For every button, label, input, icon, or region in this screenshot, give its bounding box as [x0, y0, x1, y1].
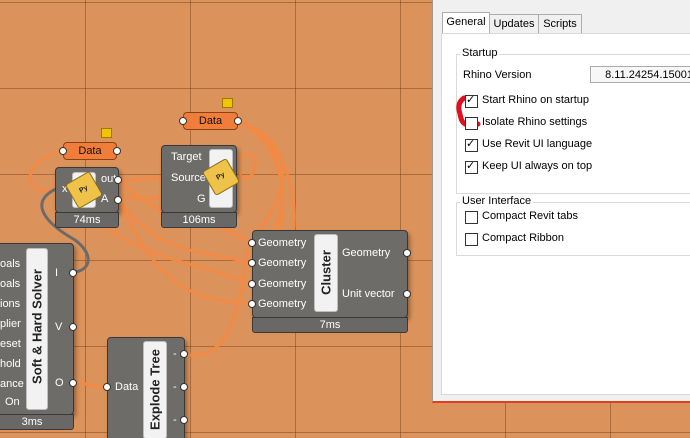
- output-grip[interactable]: [69, 323, 77, 331]
- wire: [40, 186, 90, 274]
- component-nameplate: Cluster: [314, 234, 338, 312]
- warning-flag-icon: [101, 128, 112, 138]
- wire: [116, 176, 166, 182]
- input-label: Geometry: [258, 278, 307, 290]
- output-grip[interactable]: [403, 249, 411, 257]
- input-grip[interactable]: [103, 383, 111, 391]
- keep-on-top-label: Keep UI always on top: [482, 160, 593, 172]
- output-label: I: [55, 267, 59, 279]
- user-interface-group: [456, 202, 690, 256]
- python-script-component[interactable]: Target Source G Py 106ms: [161, 145, 241, 228]
- timer-label: 7ms: [252, 317, 408, 333]
- rhino-version-field[interactable]: 8.11.24254.15001: [590, 66, 690, 83]
- input-label: hold: [0, 358, 21, 370]
- python-script-component[interactable]: x Py out A 74ms: [55, 167, 122, 228]
- general-tab-panel: Startup Rhino Version 8.11.24254.15001 S…: [441, 33, 690, 395]
- output-label: out: [101, 173, 117, 185]
- output-grip[interactable]: [180, 383, 188, 391]
- startup-group-title: Startup: [460, 47, 500, 59]
- output-label: V: [55, 321, 63, 333]
- cluster-component[interactable]: Geometry Geometry Geometry Geometry Clus…: [248, 230, 412, 334]
- input-label: G: [197, 193, 206, 205]
- start-rhino-label: Start Rhino on startup: [482, 94, 590, 106]
- input-grip[interactable]: [179, 117, 187, 125]
- wire: [116, 196, 252, 306]
- output-grip[interactable]: [69, 269, 77, 277]
- input-grip[interactable]: [248, 259, 256, 267]
- input-grip[interactable]: [248, 239, 256, 247]
- rhino-version-label: Rhino Version: [463, 69, 532, 81]
- output-grip[interactable]: [180, 416, 188, 424]
- output-grip[interactable]: [114, 196, 122, 204]
- output-grip[interactable]: [403, 290, 411, 298]
- output-grip[interactable]: [234, 117, 242, 125]
- isolate-rhino-checkbox[interactable]: [465, 117, 478, 130]
- component-title: Soft & Hard Solver: [29, 269, 45, 384]
- compact-ribbon-label: Compact Ribbon: [482, 232, 564, 244]
- explode-tree-component[interactable]: Data Explode Tree - - -: [103, 337, 191, 438]
- output-label: -: [173, 348, 177, 360]
- wire: [28, 149, 65, 192]
- input-label: oals: [0, 278, 21, 290]
- component-title: Cluster: [318, 250, 334, 295]
- timer-label: 3ms: [0, 414, 74, 430]
- input-label: x: [62, 183, 68, 195]
- component-nameplate: Soft & Hard Solver: [26, 248, 48, 410]
- output-grip[interactable]: [114, 176, 122, 184]
- output-label: O: [55, 377, 64, 389]
- wire: [116, 196, 252, 265]
- output-label: Geometry: [342, 247, 391, 259]
- isolate-rhino-label: Isolate Rhino settings: [482, 116, 588, 128]
- wire: [236, 153, 257, 180]
- input-grip[interactable]: [59, 147, 67, 155]
- output-label: -: [173, 414, 177, 426]
- input-grip[interactable]: [248, 280, 256, 288]
- component-nameplate: Explode Tree: [143, 341, 167, 438]
- compact-revit-tabs-checkbox[interactable]: [465, 211, 478, 224]
- start-rhino-checkbox[interactable]: [465, 93, 478, 108]
- output-grip[interactable]: [113, 147, 121, 155]
- user-interface-group-title: User Interface: [460, 195, 534, 207]
- input-label: ions: [0, 298, 21, 310]
- revit-ui-language-label: Use Revit UI language: [482, 138, 593, 150]
- data-parameter[interactable]: Data: [63, 142, 117, 160]
- tab-updates[interactable]: Updates: [489, 14, 539, 34]
- input-label: Data: [115, 381, 139, 393]
- options-window: General Updates Scripts Startup Rhino Ve…: [432, 0, 690, 403]
- data-parameter[interactable]: Data: [183, 112, 238, 130]
- input-label: eset: [0, 338, 21, 350]
- input-label: Target: [171, 151, 202, 163]
- startup-group: [456, 54, 690, 194]
- compact-ribbon-checkbox[interactable]: [465, 233, 478, 246]
- input-label: oals: [0, 258, 21, 270]
- output-label: Unit vector: [342, 288, 395, 300]
- tab-general[interactable]: General: [442, 12, 490, 35]
- input-label: Geometry: [258, 298, 307, 310]
- revit-ui-language-checkbox[interactable]: [465, 137, 478, 152]
- output-label: A: [101, 193, 109, 205]
- input-label: Geometry: [258, 257, 307, 269]
- input-label: Source: [171, 172, 206, 184]
- input-label: Geometry: [258, 237, 307, 249]
- timer-label: 106ms: [161, 212, 237, 228]
- wire: [188, 241, 252, 357]
- input-label: On: [5, 396, 20, 408]
- soft-hard-solver-component[interactable]: oals oals ions plier eset hold ance On S…: [0, 243, 80, 430]
- output-grip[interactable]: [69, 379, 77, 387]
- component-title: Explode Tree: [147, 349, 163, 430]
- tab-scripts[interactable]: Scripts: [538, 14, 582, 34]
- input-grip[interactable]: [248, 300, 256, 308]
- compact-revit-tabs-label: Compact Revit tabs: [482, 210, 578, 222]
- output-label: -: [173, 381, 177, 393]
- timer-label: 74ms: [55, 212, 119, 228]
- input-label: ance: [0, 378, 24, 390]
- output-grip[interactable]: [180, 350, 188, 358]
- warning-flag-icon: [222, 98, 233, 108]
- keep-on-top-checkbox[interactable]: [465, 159, 478, 174]
- input-label: plier: [0, 318, 21, 330]
